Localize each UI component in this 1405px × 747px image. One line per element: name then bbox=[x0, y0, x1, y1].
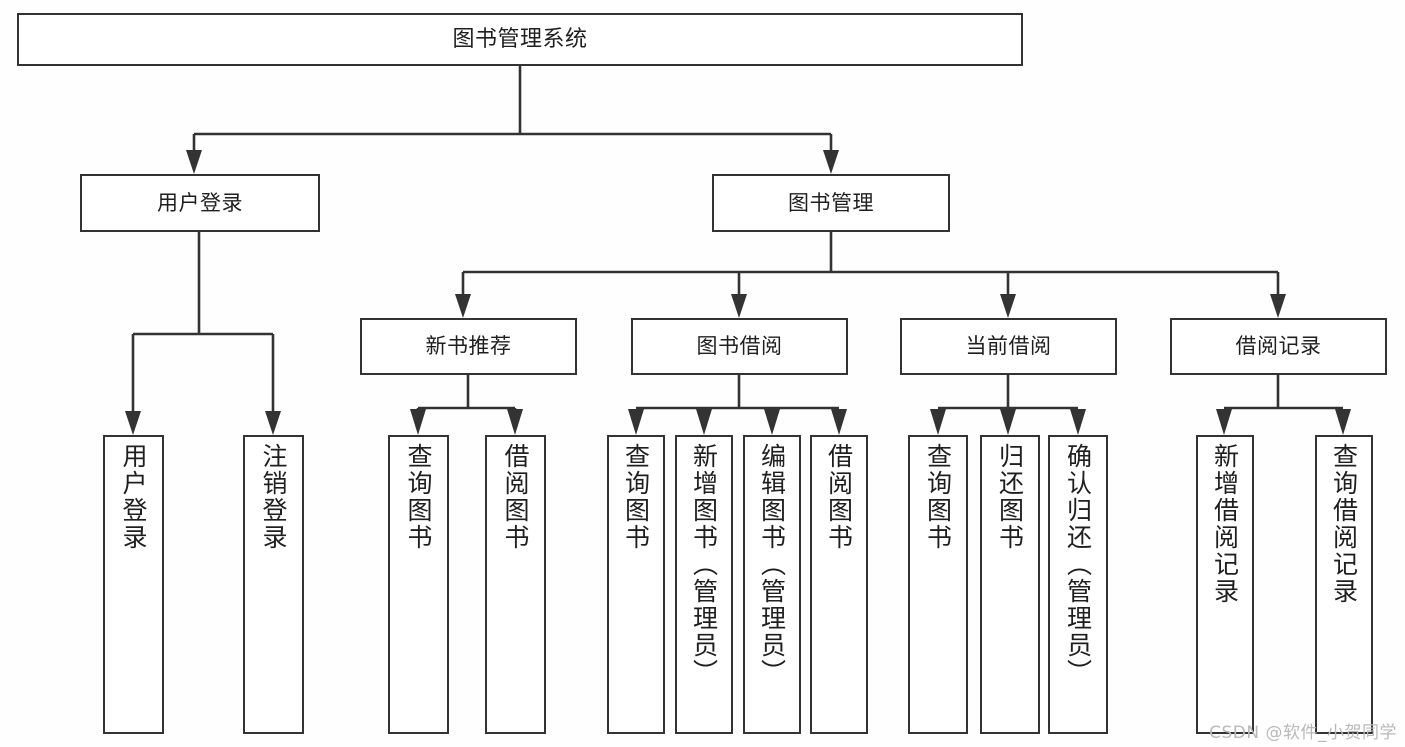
node-label: 注销登录 bbox=[259, 443, 288, 551]
arrowhead-currentborrow-leaf2 bbox=[1000, 409, 1016, 435]
node-user-login[interactable]: 用户登录 bbox=[80, 174, 320, 232]
arrowhead-newbook-leaf1 bbox=[410, 409, 426, 435]
arrowhead-user-login bbox=[186, 150, 202, 174]
leaf-user-login-signout[interactable]: 注销登录 bbox=[243, 435, 304, 734]
node-label: 编辑图书（管理员） bbox=[757, 443, 787, 686]
leaf-borrow-record-query[interactable]: 查询借阅记录 bbox=[1315, 435, 1373, 734]
arrowhead-currentborrow-leaf3 bbox=[1070, 409, 1086, 435]
node-label: 借阅记录 bbox=[1235, 334, 1322, 359]
node-borrow-record[interactable]: 借阅记录 bbox=[1170, 318, 1387, 375]
arrowhead-book-borrow bbox=[731, 294, 747, 318]
watermark-text: CSDN @软件_小贺同学 bbox=[1209, 723, 1397, 743]
arrowhead-bookborrow-leaf1 bbox=[628, 409, 644, 435]
node-root-book-management-system[interactable]: 图书管理系统 bbox=[17, 13, 1023, 66]
node-label: 用户登录 bbox=[157, 190, 243, 215]
arrowhead-userlogin-leaf1 bbox=[125, 411, 141, 435]
node-label: 确认归还（管理员） bbox=[1063, 443, 1093, 686]
leaf-new-book-borrow[interactable]: 借阅图书 bbox=[485, 435, 546, 734]
node-label: 新增图书（管理员） bbox=[689, 443, 719, 686]
node-label: 用户登录 bbox=[119, 443, 148, 551]
node-book-management[interactable]: 图书管理 bbox=[712, 174, 950, 232]
leaf-book-borrow-edit[interactable]: 编辑图书（管理员） bbox=[743, 435, 801, 734]
arrowhead-bookborrow-leaf2 bbox=[696, 409, 712, 435]
node-label: 查询图书 bbox=[923, 443, 953, 551]
arrowhead-book-mgmt bbox=[823, 150, 839, 174]
arrowhead-newbook-leaf2 bbox=[507, 409, 523, 435]
leaf-book-borrow-lend[interactable]: 借阅图书 bbox=[810, 435, 868, 734]
arrowhead-userlogin-leaf2 bbox=[265, 411, 281, 435]
arrowhead-bookborrow-leaf3 bbox=[764, 409, 780, 435]
node-label: 借阅图书 bbox=[824, 443, 854, 551]
node-new-book-recommend[interactable]: 新书推荐 bbox=[360, 318, 577, 375]
node-label: 借阅图书 bbox=[501, 443, 530, 551]
node-label: 图书借阅 bbox=[696, 334, 783, 359]
node-current-borrow[interactable]: 当前借阅 bbox=[900, 318, 1117, 375]
node-label: 查询借阅记录 bbox=[1329, 443, 1359, 605]
node-label: 新增借阅记录 bbox=[1210, 443, 1240, 605]
node-label: 当前借阅 bbox=[965, 334, 1052, 359]
leaf-current-borrow-return[interactable]: 归还图书 bbox=[980, 435, 1040, 734]
arrowhead-current-borrow bbox=[1000, 294, 1016, 318]
node-label: 图书管理系统 bbox=[452, 26, 588, 52]
arrowhead-borrowrecord-leaf2 bbox=[1335, 409, 1351, 435]
node-label: 查询图书 bbox=[404, 443, 433, 551]
leaf-current-borrow-query[interactable]: 查询图书 bbox=[908, 435, 968, 734]
arrowhead-borrow-record bbox=[1270, 294, 1286, 318]
node-label: 新书推荐 bbox=[425, 334, 512, 359]
arrowhead-new-book bbox=[455, 294, 471, 318]
node-book-borrow[interactable]: 图书借阅 bbox=[631, 318, 848, 375]
leaf-current-borrow-confirm-return[interactable]: 确认归还（管理员） bbox=[1048, 435, 1108, 734]
leaf-borrow-record-add[interactable]: 新增借阅记录 bbox=[1196, 435, 1254, 734]
leaf-book-borrow-query[interactable]: 查询图书 bbox=[607, 435, 665, 734]
leaf-book-borrow-add[interactable]: 新增图书（管理员） bbox=[675, 435, 733, 734]
arrowhead-currentborrow-leaf1 bbox=[930, 409, 946, 435]
arrowhead-bookborrow-leaf4 bbox=[831, 409, 847, 435]
leaf-new-book-query[interactable]: 查询图书 bbox=[388, 435, 449, 734]
arrowhead-borrowrecord-leaf1 bbox=[1216, 409, 1232, 435]
node-label: 查询图书 bbox=[621, 443, 651, 551]
node-label: 归还图书 bbox=[995, 443, 1025, 551]
leaf-user-login-signin[interactable]: 用户登录 bbox=[103, 435, 164, 734]
node-label: 图书管理 bbox=[788, 190, 874, 215]
